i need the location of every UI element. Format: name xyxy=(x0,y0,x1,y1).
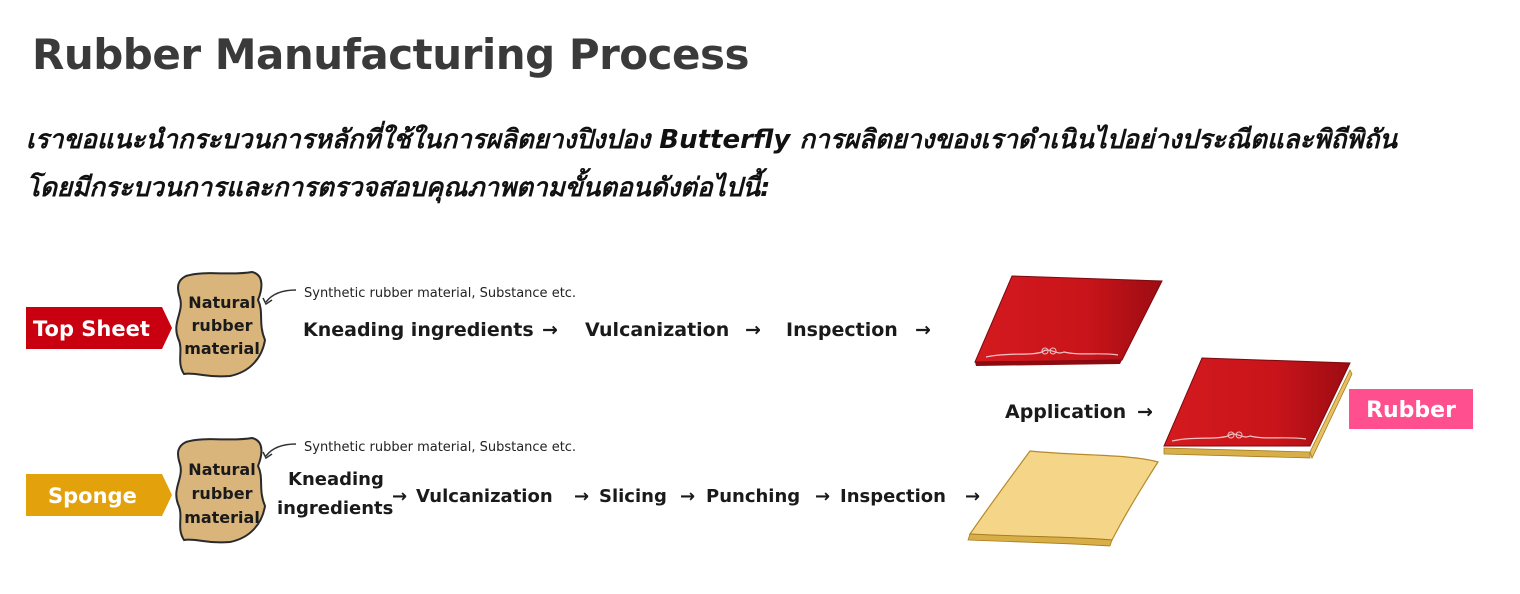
top-sheet-label: Top Sheet xyxy=(26,307,172,349)
top-step-inspection: Inspection xyxy=(786,319,898,341)
sponge-blob-line-2: rubber xyxy=(192,484,253,503)
top-blob-line-2: rubber xyxy=(192,316,253,335)
page-title: Rubber Manufacturing Process xyxy=(32,30,750,79)
sponge-step-vulcanization: Vulcanization xyxy=(416,486,553,507)
rubber-badge-text: Rubber xyxy=(1366,398,1456,423)
rubber-result-badge: Rubber xyxy=(1349,389,1473,429)
top-note-arrowhead xyxy=(262,297,273,306)
sponge-arrow-3: → xyxy=(680,486,695,507)
sponge-step-punching: Punching xyxy=(706,486,800,507)
top-step-vulcanization: Vulcanization xyxy=(585,319,729,341)
top-step-kneading: Kneading ingredients xyxy=(303,319,534,341)
application-label: Application xyxy=(1005,401,1126,423)
top-note-arrow xyxy=(265,289,297,303)
sponge-step-slicing: Slicing xyxy=(599,486,667,507)
top-blob-shape xyxy=(175,270,267,378)
sponge-arrow-2: → xyxy=(574,486,589,507)
top-arrow-1: → xyxy=(542,319,558,341)
top-sheet-note: Synthetic rubber material, Substance etc… xyxy=(304,286,576,301)
application-arrow: → xyxy=(1137,401,1153,423)
top-arrow-3: → xyxy=(915,319,931,341)
intro-line-1: เราขอแนะนำกระบวนการหลักที่ใช้ในการผลิตยา… xyxy=(26,125,1398,155)
sponge-arrow-1: → xyxy=(392,486,407,507)
intro-line-2: โดยมีกระบวนการและการตรวจสอบคุณภาพตามขั้น… xyxy=(26,173,771,203)
rubber-badge-shape xyxy=(1349,389,1473,429)
sponge-note: Synthetic rubber material, Substance etc… xyxy=(304,440,576,455)
sponge-note-arrow xyxy=(265,443,297,457)
sponge-step-kneading-line-2: ingredients xyxy=(277,498,393,519)
finished-rubber-illustration xyxy=(1163,357,1353,460)
sponge-arrow-5: → xyxy=(965,486,980,507)
top-sheet-tag-shape xyxy=(26,307,172,349)
sponge-material-blob: Natural rubber material xyxy=(175,436,267,544)
yellow-sponge-illustration xyxy=(967,450,1159,547)
top-blob-line-1: Natural xyxy=(188,293,255,312)
sponge-arrow-4: → xyxy=(815,486,830,507)
sponge-label: Sponge xyxy=(26,474,172,516)
sponge-step-kneading-line-1: Kneading xyxy=(288,469,384,490)
top-arrow-2: → xyxy=(745,319,761,341)
top-sheet-material-blob: Natural rubber material xyxy=(175,270,267,378)
red-top-sheet-illustration xyxy=(974,275,1163,366)
sponge-tag-shape xyxy=(26,474,172,516)
sponge-step-inspection: Inspection xyxy=(840,486,946,507)
top-blob-line-3: material xyxy=(184,339,260,358)
sponge-label-text: Sponge xyxy=(48,484,137,508)
intro-paragraph: เราขอแนะนำกระบวนการหลักที่ใช้ในการผลิตยา… xyxy=(26,116,1506,212)
sponge-blob-shape xyxy=(175,436,267,544)
sponge-blob-line-3: material xyxy=(184,508,260,527)
sponge-blob-line-1: Natural xyxy=(188,460,255,479)
top-sheet-label-text: Top Sheet xyxy=(33,317,150,341)
sponge-note-arrowhead xyxy=(262,451,273,460)
